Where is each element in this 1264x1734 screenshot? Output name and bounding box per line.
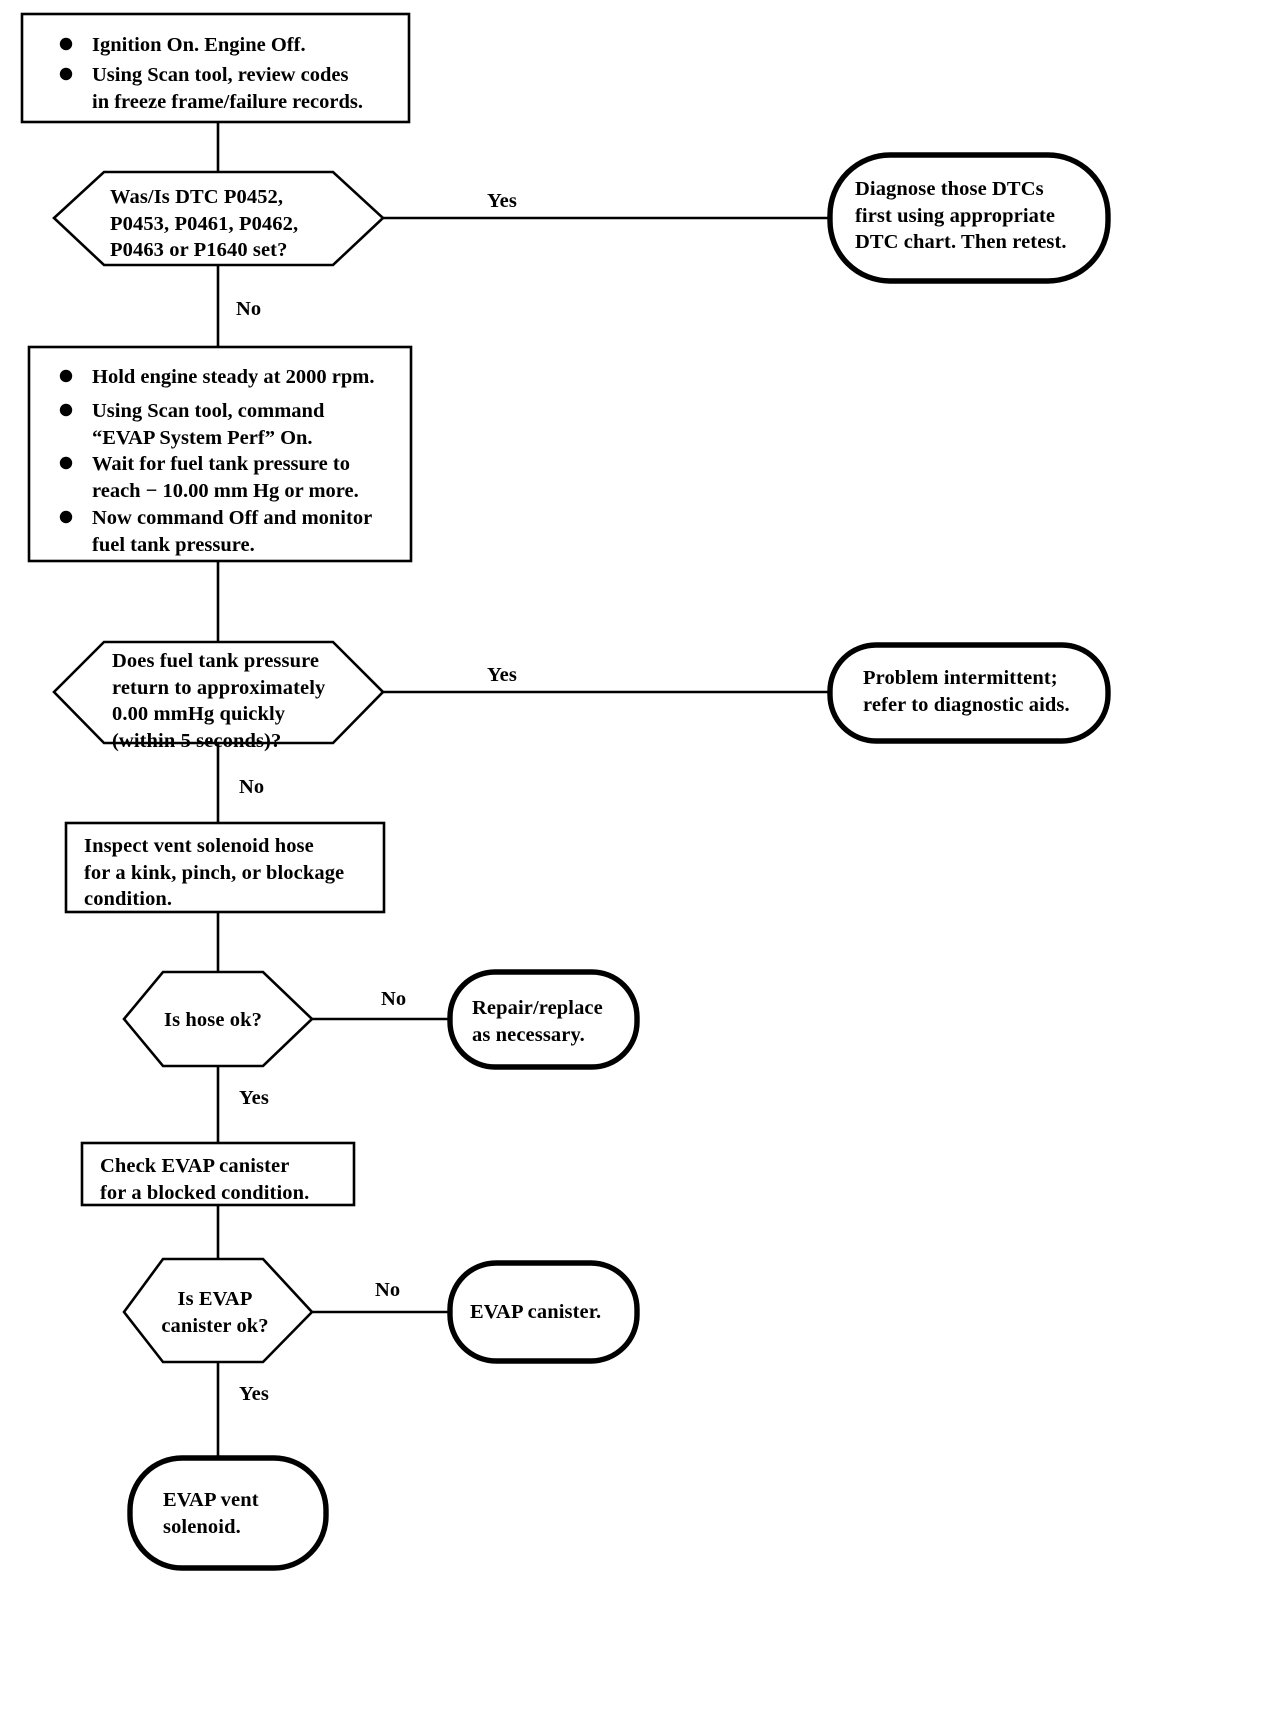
evap-perf-bullet-1: Hold engine steady at 2000 rpm. — [92, 364, 412, 391]
node-term-repair-replace[interactable] — [447, 969, 640, 1070]
term-diagnose-dtcs-label: Diagnose those DTCs first using appropri… — [855, 178, 1067, 254]
term-intermittent-label: Problem intermittent; refer to diagnosti… — [863, 667, 1070, 716]
edge-label-dtc-yes: Yes — [487, 190, 517, 212]
edge-label-canister-no: No — [375, 1279, 401, 1301]
proc-check-canister-label: Check EVAP canister for a blocked condit… — [100, 1155, 310, 1204]
decision-dtc-label: Was/Is DTC P0452, P0453, P0461, P0462, P… — [110, 186, 299, 262]
bullet-dot-icon — [59, 403, 73, 417]
edge-label-dtc-no: No — [236, 298, 262, 320]
edge-label-pressure-no: No — [239, 776, 265, 798]
decision-canister-ok-label: Is EVAP canister ok? — [161, 1288, 269, 1337]
start-step-bullet-1: Ignition On. Engine Off. — [92, 32, 402, 59]
node-term-intermittent[interactable] — [827, 642, 1111, 744]
bullet-dot-icon — [59, 37, 73, 51]
node-decision-pressure-return[interactable] — [52, 640, 385, 745]
node-proc-evap-perf[interactable] — [27, 345, 413, 563]
edge-label-hose-no: No — [381, 988, 407, 1010]
node-proc-check-canister[interactable] — [80, 1141, 356, 1207]
evap-perf-bullet-4: Now command Off and monitor fuel tank pr… — [92, 505, 412, 558]
node-decision-dtc[interactable] — [52, 170, 385, 267]
node-term-diagnose-dtcs[interactable] — [827, 152, 1111, 284]
node-start-step[interactable] — [20, 12, 411, 124]
decision-hose-ok-label: Is hose ok? — [164, 1009, 262, 1031]
start-step-bullet-2-text: Using Scan tool, review codes in freeze … — [92, 64, 363, 113]
evap-perf-bullet-2: Using Scan tool, command “EVAP System Pe… — [92, 398, 412, 451]
term-evap-vent-solenoid-label: EVAP vent solenoid. — [163, 1489, 259, 1538]
node-decision-hose-ok[interactable] — [122, 970, 314, 1068]
evap-perf-bullet-3-text: Wait for fuel tank pressure to reach − 1… — [92, 453, 359, 502]
term-evap-canister-label: EVAP canister. — [470, 1301, 602, 1323]
edge-label-canister-yes: Yes — [239, 1383, 269, 1405]
term-repair-replace-label: Repair/replace as necessary. — [472, 997, 603, 1046]
evap-perf-bullet-2-text: Using Scan tool, command “EVAP System Pe… — [92, 400, 325, 449]
decision-pressure-label: Does fuel tank pressure return to approx… — [112, 650, 326, 752]
node-decision-canister-ok[interactable] — [122, 1257, 314, 1364]
start-step-bullet-1-text: Ignition On. Engine Off. — [92, 34, 306, 56]
bullet-dot-icon — [59, 510, 73, 524]
bullet-dot-icon — [59, 456, 73, 470]
node-term-evap-vent-solenoid[interactable] — [127, 1455, 329, 1571]
node-term-evap-canister[interactable] — [447, 1260, 640, 1364]
bullet-dot-icon — [59, 369, 73, 383]
start-step-bullet-2: Using Scan tool, review codes in freeze … — [92, 62, 402, 115]
proc-inspect-hose-label: Inspect vent solenoid hose for a kink, p… — [84, 835, 345, 911]
bullet-dot-icon — [59, 67, 73, 81]
edge-label-hose-yes: Yes — [239, 1087, 269, 1109]
evap-perf-bullet-3: Wait for fuel tank pressure to reach − 1… — [92, 451, 412, 504]
evap-perf-bullet-4-text: Now command Off and monitor fuel tank pr… — [92, 507, 373, 556]
node-proc-inspect-hose[interactable] — [64, 821, 386, 914]
evap-perf-bullet-1-text: Hold engine steady at 2000 rpm. — [92, 366, 375, 388]
edge-label-pressure-yes: Yes — [487, 664, 517, 686]
